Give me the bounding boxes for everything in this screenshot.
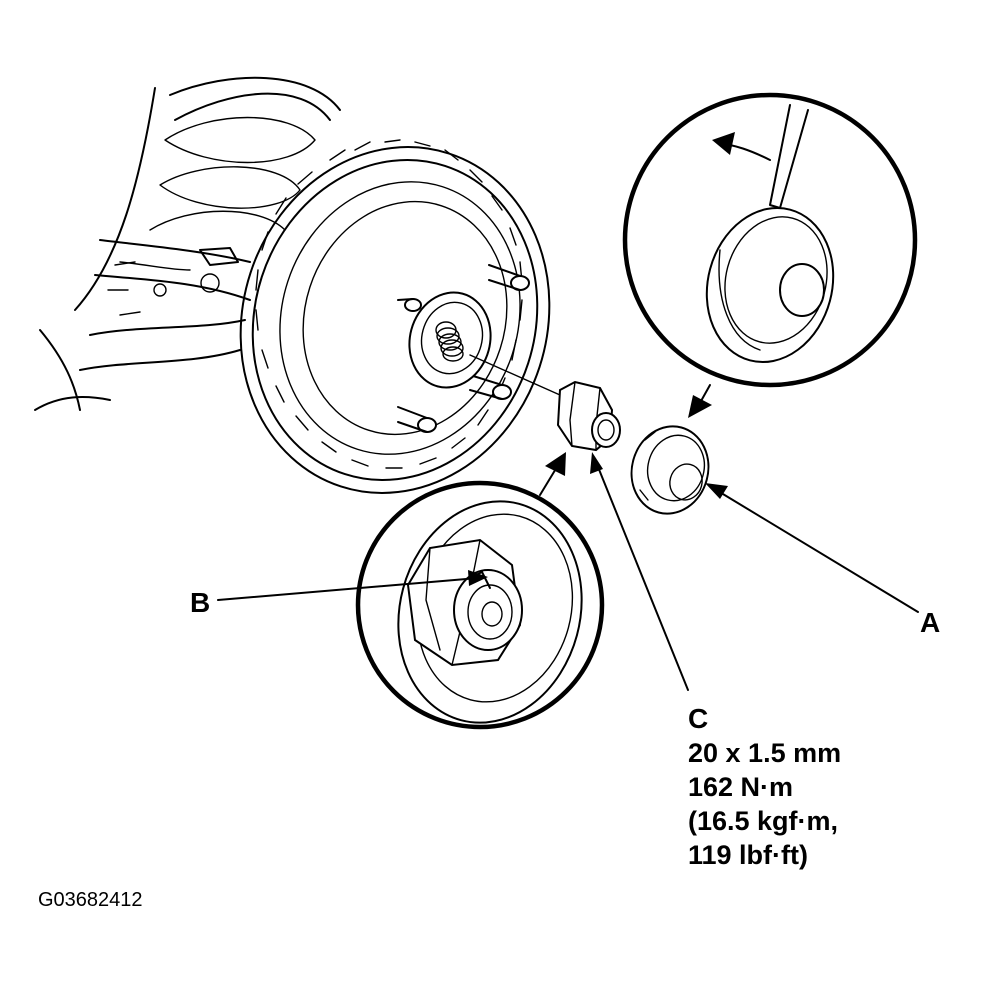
detail-circle-hub-cap-removal — [622, 92, 918, 388]
spindle-threads — [435, 321, 464, 362]
screwdriver — [769, 104, 809, 209]
leader-line-b — [217, 570, 488, 601]
hub-cap — [630, 425, 710, 515]
spindle-nut — [556, 380, 621, 452]
leader-line-c — [590, 452, 689, 691]
detail-pointer-a — [688, 384, 712, 418]
spec-torque-lbfft: 119 lbf·ft) — [688, 840, 808, 870]
callout-label-a: A — [920, 607, 940, 638]
detail-circle-staked-nut — [355, 480, 605, 730]
spec-torque-kgfm: (16.5 kgf·m, — [688, 806, 838, 836]
installation-axis-line — [469, 354, 561, 396]
spec-thread-size: 20 x 1.5 mm — [688, 738, 841, 768]
detail-pointer-c — [539, 452, 566, 496]
spec-torque-nm: 162 N·m — [688, 772, 793, 802]
suspension-background — [34, 76, 341, 411]
callout-label-c: C — [688, 703, 708, 734]
leader-line-a — [705, 483, 919, 613]
brake-drum — [239, 139, 551, 494]
callout-label-b: B — [190, 587, 210, 618]
figure-id: G03682412 — [38, 889, 143, 911]
arrowhead — [712, 132, 735, 155]
